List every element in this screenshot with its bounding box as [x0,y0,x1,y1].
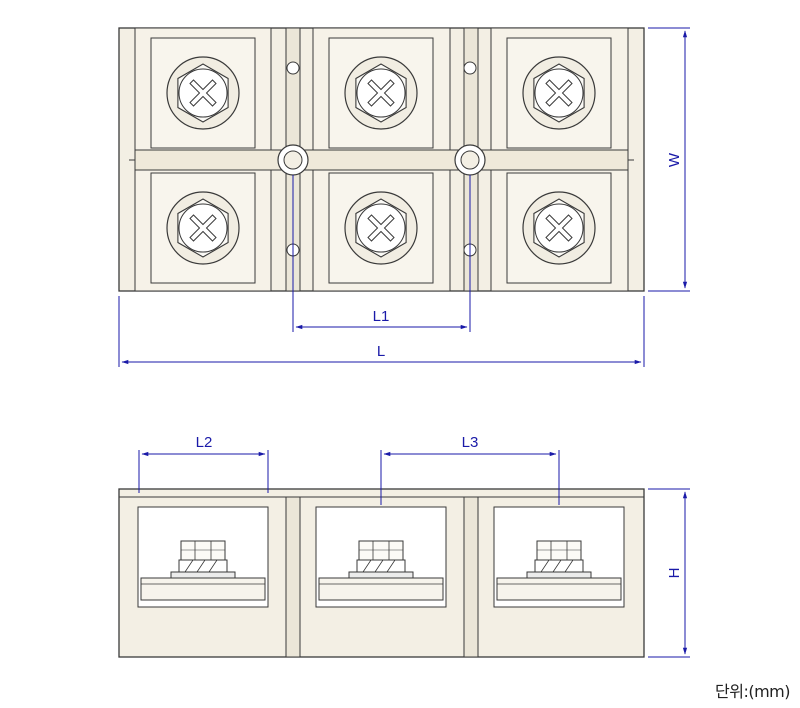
screw-icon [150,37,256,149]
screw-icon [150,172,256,284]
front-terminals [137,506,625,608]
dim-label-l2: L2 [196,434,213,451]
dim-label-w: W [666,152,683,167]
unit-note: 단위:(mm) [715,682,791,701]
screw-icon [506,172,612,284]
mounting-hole-icons [277,61,486,257]
front-view-dimensions: L2 L3 H [138,434,690,658]
screw-terminals [150,37,612,284]
top-view [118,27,645,292]
front-terminal-icon [137,506,269,608]
center-bar [134,149,629,171]
dim-label-l3: L3 [462,434,479,451]
front-terminal-icon [315,506,447,608]
dim-label-h: H [666,568,683,579]
dim-label-l1: L1 [373,308,390,325]
front-view [118,488,645,658]
screw-icon [328,172,434,284]
screw-icon [328,37,434,149]
top-view-dimensions: L1 L W [118,27,690,367]
screw-icon [506,37,612,149]
dim-label-l: L [377,343,385,360]
front-terminal-icon [493,506,625,608]
